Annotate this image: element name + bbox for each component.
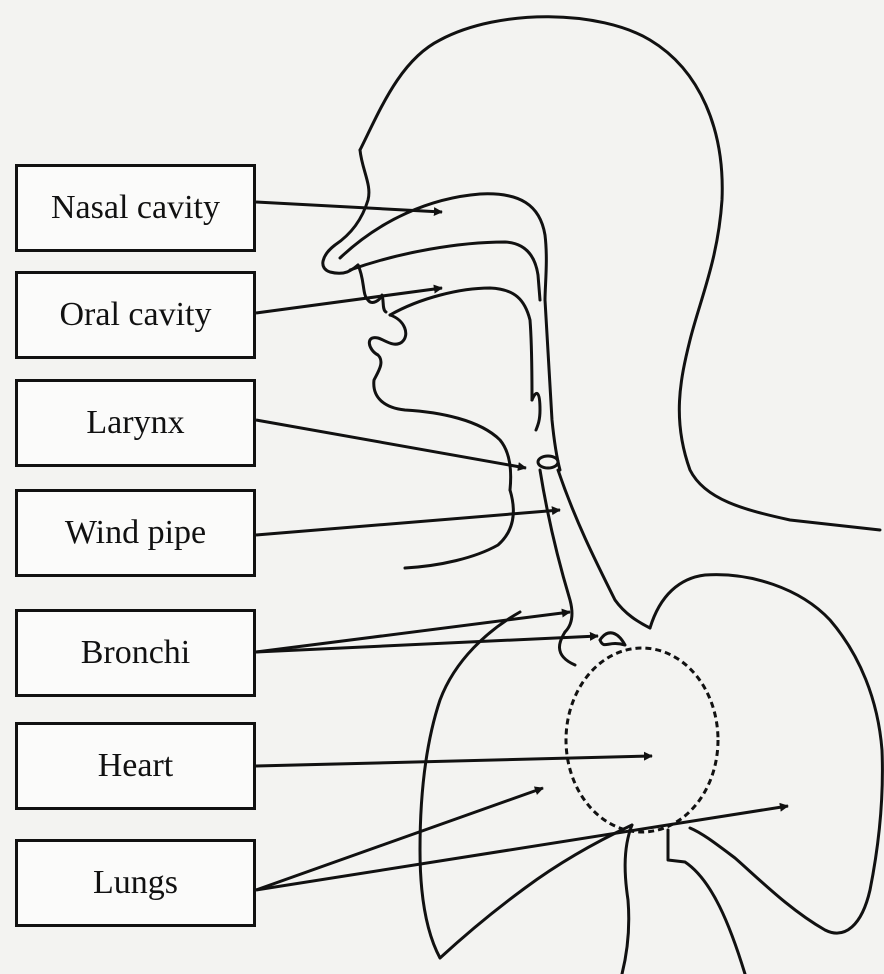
wind-pipe-label: Wind pipe: [15, 489, 256, 577]
heart-outline: [566, 648, 718, 832]
windpipe-arrow: [256, 510, 560, 535]
larynx-arrow: [256, 420, 526, 468]
lungs-arrow-2: [256, 806, 788, 890]
lungs-arrow-1: [256, 788, 543, 890]
larynx-ring: [538, 456, 558, 468]
upper-lip: [358, 265, 386, 312]
lower-lip-chin: [369, 315, 510, 490]
face-profile: [323, 150, 369, 273]
bronchus-right: [600, 633, 625, 645]
nasal-cavity-label: Nasal cavity: [15, 164, 256, 252]
epiglottis: [532, 393, 540, 430]
diaphragm-right: [668, 830, 745, 974]
pharynx-back: [545, 300, 560, 470]
oral-cavity-label: Oral cavity: [15, 271, 256, 359]
nasal-cavity-arrow: [256, 202, 442, 212]
bronchi-label: Bronchi: [15, 609, 256, 697]
heart-label: Heart: [15, 722, 256, 810]
heart-arrow: [256, 756, 652, 766]
oral-cavity-arrow: [256, 288, 442, 313]
diaphragm-left: [622, 825, 632, 974]
tongue: [390, 288, 532, 400]
larynx-label: Larynx: [15, 379, 256, 467]
lung-right: [650, 575, 882, 933]
lungs-label: Lungs: [15, 839, 256, 927]
throat-front: [405, 490, 513, 568]
